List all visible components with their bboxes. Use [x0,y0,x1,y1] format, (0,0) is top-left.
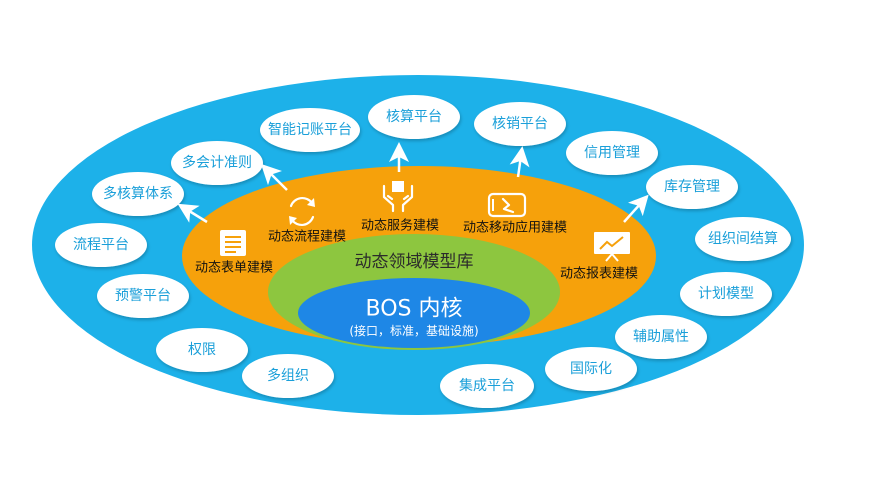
outer-item-integration-platform: 集成平台 [440,364,534,408]
modeling-item-form: 动态表单建模 [195,230,273,276]
arrow-to-multi-accounting-system [177,203,208,224]
item-bubble [545,347,637,391]
item-label: 国际化 [570,361,612,377]
item-label: 权限 [188,342,216,358]
item-bubble [156,328,248,372]
modeling-label: 动态服务建模 [361,218,439,234]
kernel-title: BOS 内核 [366,297,463,322]
item-label: 预警平台 [115,288,171,304]
arrow-to-inventory-management [623,194,649,223]
outer-item-writeoff-platform: 核销平台 [474,102,566,146]
form-icon [220,230,246,256]
outer-item-multi-accounting-standards: 多会计准则 [171,141,263,185]
modeling-label: 动态流程建模 [268,230,346,245]
item-bubble [55,223,147,267]
item-label: 库存管理 [664,179,720,195]
item-label: 核销平台 [492,116,548,132]
domain-library-label: 动态领域模型库 [355,252,474,272]
item-label: 核算平台 [386,109,442,125]
report-board-icon [594,232,630,262]
outer-item-internationalization: 国际化 [545,347,637,391]
modeling-label: 动态表单建模 [195,261,273,276]
modeling-label: 动态报表建模 [560,267,638,282]
item-label: 智能记账平台 [268,122,352,138]
modeling-item-mobile: 动态移动应用建模 [463,192,567,236]
item-bubble [474,102,566,146]
item-bubble [97,274,189,318]
item-bubble [615,315,707,359]
item-bubble [260,108,360,152]
modeling-item-report: 动态报表建模 [560,232,638,282]
outer-item-multi-organization: 多组织 [242,354,334,398]
item-bubble [368,95,460,139]
service-hands-icon [382,181,414,213]
outer-item-intercompany-settlement: 组织间结算 [695,217,791,261]
item-label: 多组织 [267,367,309,384]
item-bubble [242,354,334,398]
item-bubble [440,364,534,408]
outer-item-smart-bookkeeping: 智能记账平台 [260,108,360,152]
outer-item-planning-model: 计划模型 [680,272,772,316]
modeling-item-service: 动态服务建模 [361,181,439,234]
outer-item-accounting-platform: 核算平台 [368,95,460,139]
outer-item-workflow-platform: 流程平台 [55,223,147,267]
item-label: 流程平台 [73,237,129,253]
item-bubble [680,272,772,316]
item-bubble [566,131,658,175]
modeling-item-flow: 动态流程建模 [268,196,346,245]
flow-cycle-icon [289,196,315,227]
outer-item-multi-accounting-system: 多核算体系 [92,172,184,216]
mobile-phone-icon [487,192,527,218]
item-label: 多核算体系 [103,185,173,202]
item-bubble [171,141,263,185]
modeling-label: 动态移动应用建模 [463,220,567,236]
outer-item-inventory-management: 库存管理 [646,165,738,209]
item-label: 集成平台 [459,377,515,394]
item-bubble [646,165,738,209]
item-label: 辅助属性 [633,329,689,345]
item-bubble [92,172,184,216]
arrow-to-multi-accounting-standards [260,163,288,191]
item-label: 计划模型 [698,286,754,302]
outer-item-credit-management: 信用管理 [566,131,658,175]
outer-item-alert-platform: 预警平台 [97,274,189,318]
kernel-core [298,278,530,348]
item-label: 信用管理 [584,145,640,161]
kernel-subtitle: (接口，标准，基础设施) [349,323,478,338]
outer-item-permissions: 权限 [156,328,248,372]
item-bubble [695,217,791,261]
item-label: 多会计准则 [182,154,252,171]
arrow-to-writeoff-platform [509,146,530,178]
outer-item-auxiliary-attributes: 辅助属性 [615,315,707,359]
item-label: 组织间结算 [708,231,778,247]
